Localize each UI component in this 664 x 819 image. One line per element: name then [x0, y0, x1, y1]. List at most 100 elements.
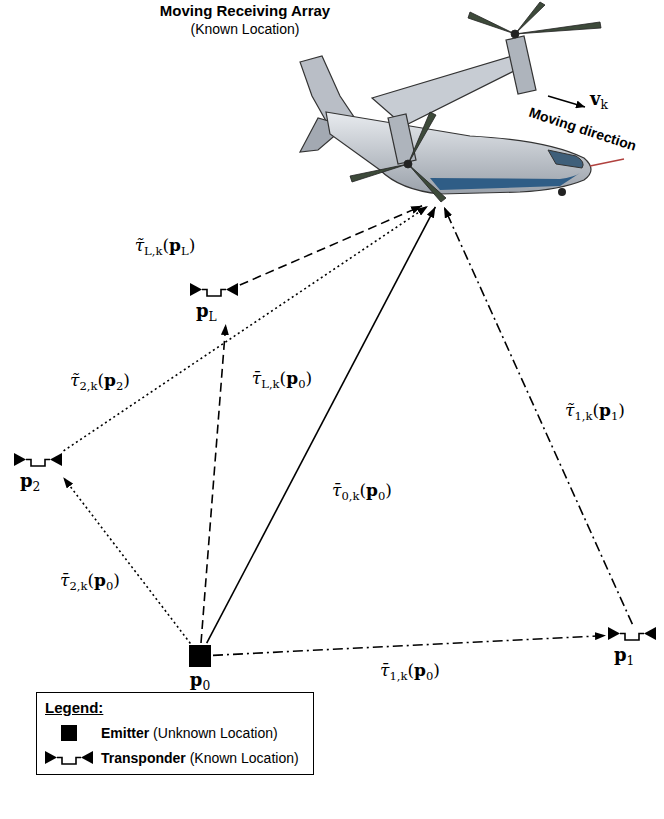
math-symbol: p [169, 235, 181, 255]
legend-heading: Legend: [45, 699, 299, 716]
transponder-notch [57, 758, 81, 765]
math-paren: ) [618, 400, 625, 420]
position-label: p2 [14, 470, 40, 492]
aircraft-subtitle: (Known Location) [140, 20, 350, 38]
math-symbol: p [286, 368, 298, 388]
legend-swatch-box [45, 750, 93, 766]
delay-path [213, 636, 606, 656]
lower-rotor [350, 112, 446, 202]
math-paren: ) [433, 660, 440, 680]
math-paren: ( [592, 400, 599, 420]
landing-wheel [558, 188, 566, 196]
delay-path [240, 206, 422, 285]
math-symbol: τ̄ [252, 368, 261, 388]
transponder-right [226, 283, 238, 296]
rotor-blade [350, 164, 408, 182]
delay-path [63, 477, 190, 643]
delay-path [207, 207, 436, 643]
math-subscript: 1 [627, 654, 635, 668]
math-subscript: 0 [106, 579, 113, 593]
math-symbol: p [20, 470, 33, 491]
delay-path [444, 207, 632, 624]
transponder-node: p1 [608, 626, 656, 666]
emitter-node: p0 [189, 645, 211, 691]
rotor-hub [404, 160, 412, 168]
math-subscript: k [600, 98, 607, 112]
delay-label: τ̄1,k(p0) [377, 659, 443, 681]
math-argument: p1 [599, 400, 618, 420]
transponder-node: p2 [14, 452, 62, 492]
math-symbol: τ̃ [565, 400, 574, 420]
delay-path [201, 324, 226, 643]
math-subscript: 2,k [79, 379, 97, 393]
transponder-left [45, 751, 57, 764]
nose-probe [590, 159, 624, 166]
transponder-right [644, 627, 656, 640]
legend-box: Legend: Emitter (Unknown Location) Transpo… [36, 692, 314, 775]
receiver-aircraft: Moving Receiving Array(Known Location) [140, 0, 600, 205]
math-argument: p0 [286, 368, 305, 388]
delay-label: τ̄2,k(p0) [57, 569, 123, 591]
math-symbol: p [104, 370, 116, 390]
math-subscript: 0 [426, 669, 433, 683]
delay-label: τ̃L,k(pL) [132, 234, 199, 256]
math-symbol: p [190, 669, 203, 690]
math-paren: ) [385, 480, 392, 500]
transponder-left [608, 627, 620, 640]
delay-label: τ̄0,k(p0) [329, 479, 395, 501]
math-paren: ( [407, 660, 414, 680]
transponder-node: pL [190, 282, 238, 322]
belly-stripe [430, 173, 580, 190]
math-paren: ( [280, 368, 287, 388]
math-subscript: 1 [611, 409, 618, 423]
math-argument: pL [169, 235, 189, 255]
legend-row: Emitter (Unknown Location) [45, 725, 299, 741]
delay-label: τ̃2,k(p2) [67, 369, 133, 391]
transponder-notch [26, 460, 50, 467]
transponder-symbol [608, 626, 656, 642]
rotor-blade [468, 12, 515, 34]
legend-row: Transponder (Known Location) [45, 750, 299, 766]
math-symbol: τ̃ [70, 370, 79, 390]
math-subscript: 1,k [389, 669, 407, 683]
transponder-left [14, 453, 26, 466]
math-subscript: L [181, 244, 189, 258]
math-subscript: 0,k [341, 489, 359, 503]
transponder-notch [620, 634, 644, 641]
transponder-symbol [45, 750, 93, 766]
math-symbol: p [614, 644, 627, 665]
transponder-right [81, 751, 93, 764]
rotor-blade [515, 22, 601, 34]
transponder-symbol [190, 282, 238, 298]
legend-swatch [61, 725, 77, 741]
rotor-blade [408, 164, 446, 202]
velocity-arrow [548, 96, 585, 107]
math-paren: ( [359, 480, 366, 500]
legend-text: Transponder (Known Location) [101, 750, 299, 766]
math-symbol: v [590, 88, 600, 109]
math-symbol: τ̄ [380, 660, 389, 680]
rotor-blade [408, 112, 436, 164]
wing [372, 56, 528, 126]
math-symbol: τ̄ [60, 570, 69, 590]
legend-text: Emitter (Unknown Location) [101, 725, 278, 741]
transponder-left [190, 283, 202, 296]
cockpit-window [548, 150, 583, 168]
emitter-square [189, 645, 211, 667]
upper-rotor [468, 2, 601, 38]
math-argument: p0 [366, 480, 385, 500]
legend-term: Transponder [101, 750, 186, 766]
math-symbol: τ̃ [135, 235, 144, 255]
rotor-blade [515, 2, 545, 34]
math-paren: ) [123, 370, 130, 390]
aircraft-title: Moving Receiving Array [140, 2, 350, 20]
math-paren: ( [87, 570, 94, 590]
position-label: p1 [608, 644, 634, 666]
math-subscript: 2 [33, 480, 41, 494]
transponder-notch [202, 290, 226, 297]
math-symbol: τ̄ [332, 480, 341, 500]
rotor-hub [511, 30, 519, 38]
math-symbol: p [599, 400, 611, 420]
math-paren: ) [306, 368, 313, 388]
